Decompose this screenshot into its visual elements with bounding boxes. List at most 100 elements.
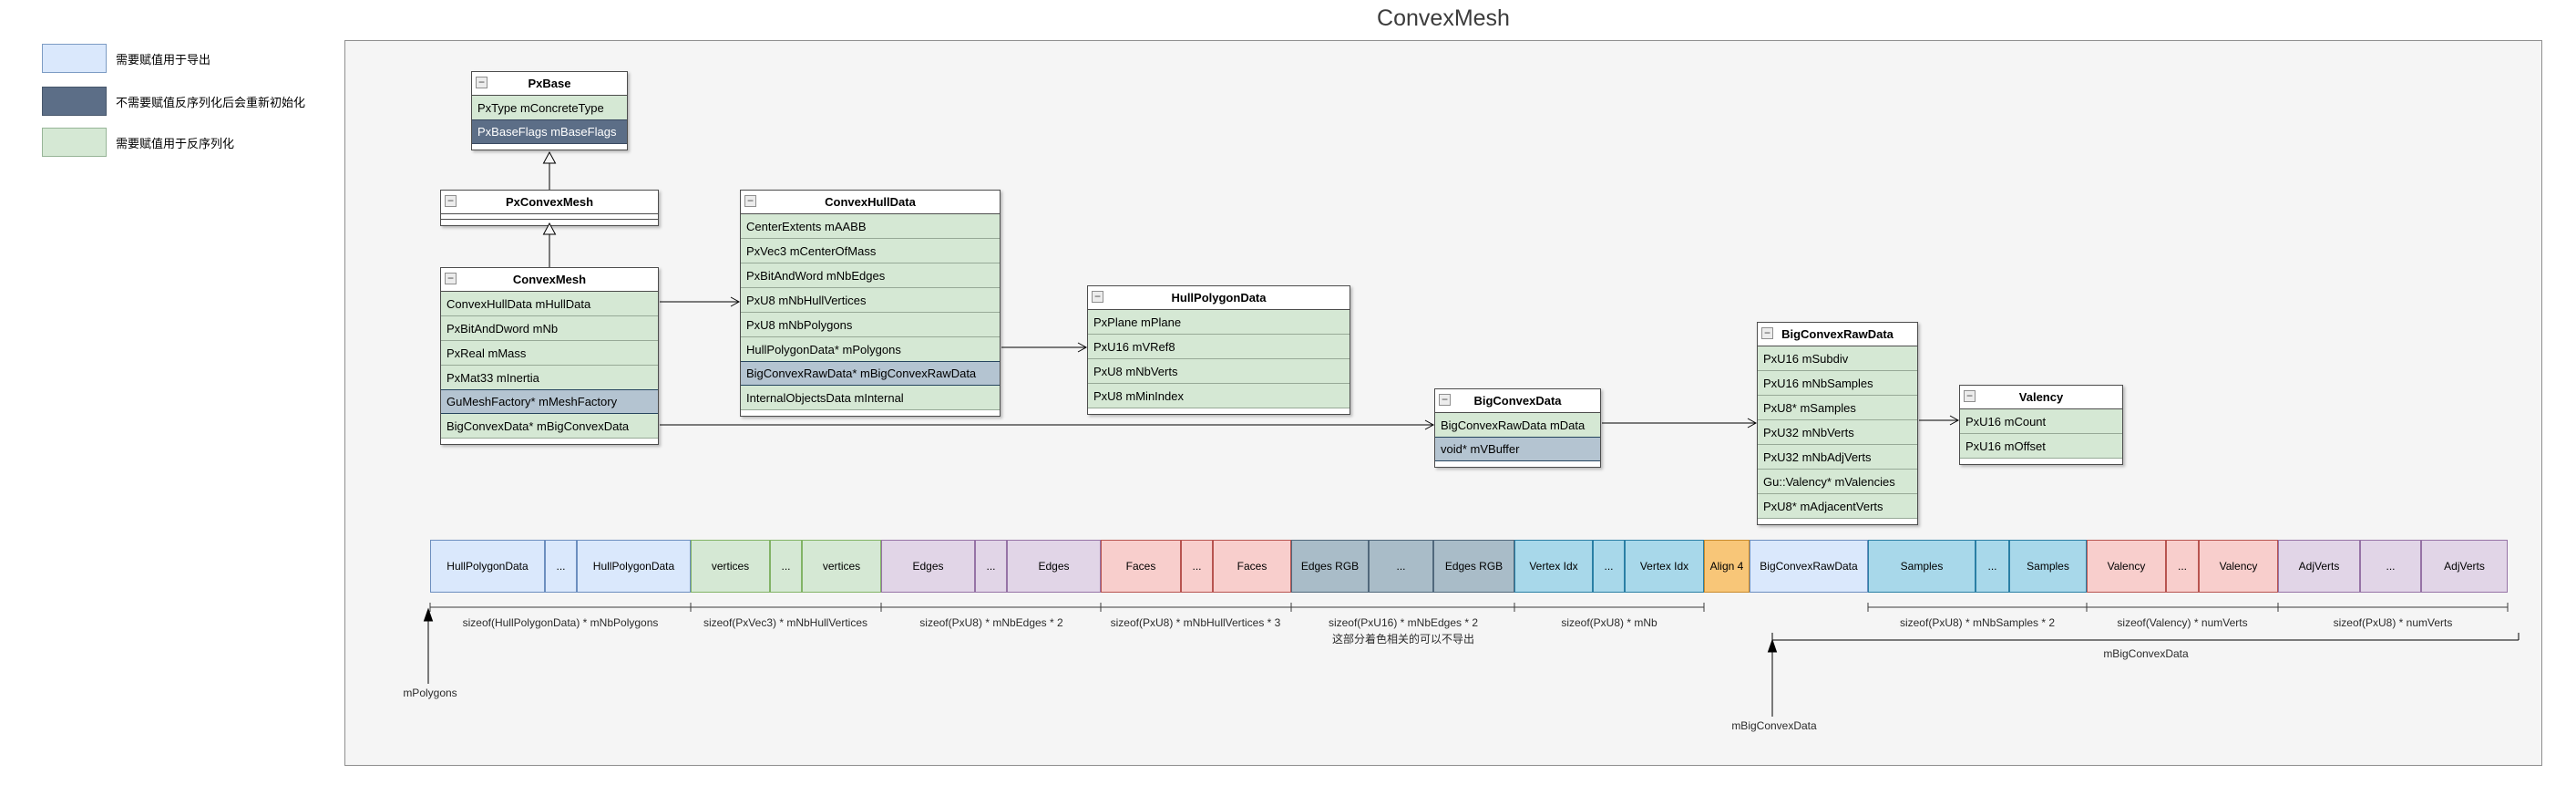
class-field: BigConvexRawData mData: [1435, 413, 1600, 438]
memory-cell: Faces: [1213, 540, 1291, 593]
size-label: sizeof(HullPolygonData) * mNbPolygons: [462, 616, 659, 629]
class-field: PxU16 mVRef8: [1088, 335, 1350, 359]
collapse-icon[interactable]: −: [1092, 291, 1103, 303]
collapse-icon[interactable]: −: [1439, 394, 1451, 406]
collapse-icon[interactable]: −: [476, 77, 487, 88]
legend-item-deserialize: 需要赋值用于反序列化: [42, 128, 234, 157]
memory-cell: ...: [1369, 540, 1433, 593]
memory-cell: ...: [2166, 540, 2199, 593]
methods-compartment: [741, 410, 1000, 416]
legend-label: 需要赋值用于导出: [116, 52, 211, 67]
memory-cell: HullPolygonData: [577, 540, 691, 593]
class-title: Valency: [2018, 390, 2064, 404]
class-field: BigConvexRawData* mBigConvexRawData: [741, 361, 1000, 386]
size-label: sizeof(PxU8) * numVerts: [2333, 616, 2453, 629]
memory-cell: AdjVerts: [2421, 540, 2508, 593]
legend-swatch-export: [42, 44, 107, 73]
class-header: −BigConvexRawData: [1758, 323, 1917, 346]
class-field: PxU8* mSamples: [1758, 396, 1917, 420]
class-pxconvexmesh[interactable]: − PxConvexMesh: [440, 190, 659, 226]
class-title: ConvexHullData: [825, 195, 916, 209]
class-header: − PxConvexMesh: [441, 191, 658, 214]
memory-cell: BigConvexRawData: [1750, 540, 1868, 593]
class-field: PxBaseFlags mBaseFlags: [472, 119, 627, 144]
memory-cell: ...: [975, 540, 1007, 593]
memory-cell: Valency: [2087, 540, 2166, 593]
collapse-icon[interactable]: −: [744, 195, 756, 207]
memory-cell: Edges RGB: [1291, 540, 1369, 593]
memory-cell: ...: [545, 540, 577, 593]
class-header: − HullPolygonData: [1088, 286, 1350, 310]
size-label: sizeof(PxU8) * mNbSamples * 2: [1899, 616, 2056, 629]
size-label: sizeof(Valency) * numVerts: [2117, 616, 2248, 629]
class-title: BigConvexData: [1473, 394, 1562, 408]
size-label: sizeof(PxU8) * mNbEdges * 2: [919, 616, 1063, 629]
class-field: InternalObjectsData mInternal: [741, 386, 1000, 410]
memory-cell: vertices: [691, 540, 770, 593]
collapse-icon[interactable]: −: [445, 195, 457, 207]
memory-cell: HullPolygonData: [430, 540, 545, 593]
class-field: CenterExtents mAABB: [741, 214, 1000, 239]
size-label: sizeof(PxVec3) * mNbHullVertices: [703, 616, 868, 629]
memory-cell: ...: [770, 540, 802, 593]
empty-compartment: [441, 214, 658, 220]
legend-item-no-assign: 不需要赋值反序列化后会重新初始化: [42, 87, 305, 116]
legend-label: 不需要赋值反序列化后会重新初始化: [116, 95, 306, 109]
class-field: Gu::Valency* mValencies: [1758, 470, 1917, 494]
class-field: PxU8 mMinIndex: [1088, 384, 1350, 408]
memory-cell: ...: [1976, 540, 2009, 593]
class-field: PxPlane mPlane: [1088, 310, 1350, 335]
class-field: PxU16 mNbSamples: [1758, 371, 1917, 396]
memory-cell: Vertex Idx: [1514, 540, 1593, 593]
class-field: PxMat33 mInertia: [441, 366, 658, 390]
page-title: ConvexMesh: [1377, 5, 1510, 31]
class-field: PxU16 mOffset: [1960, 434, 2122, 459]
methods-compartment: [472, 144, 627, 150]
class-field: GuMeshFactory* mMeshFactory: [441, 389, 658, 414]
class-title: HullPolygonData: [1171, 291, 1267, 305]
memory-cell: ...: [1593, 540, 1625, 593]
class-title: BigConvexRawData: [1781, 327, 1894, 341]
class-field: PxU8* mAdjacentVerts: [1758, 494, 1917, 519]
memory-cell: Edges RGB: [1433, 540, 1514, 593]
memory-cell: Vertex Idx: [1625, 540, 1704, 593]
collapse-icon[interactable]: −: [1761, 327, 1773, 339]
class-header: − PxBase: [472, 72, 627, 96]
class-title: ConvexMesh: [512, 273, 587, 286]
legend-label: 需要赋值用于反序列化: [116, 136, 235, 150]
memory-cell: Edges: [1007, 540, 1101, 593]
methods-compartment: [1435, 461, 1600, 467]
methods-compartment: [441, 220, 658, 225]
memory-cell: Align 4: [1704, 540, 1750, 593]
class-field: ConvexHullData mHullData: [441, 292, 658, 316]
size-label: sizeof(PxU16) * mNbEdges * 2: [1328, 616, 1479, 629]
class-field: void* mVBuffer: [1435, 437, 1600, 461]
class-title: PxBase: [528, 77, 571, 90]
memory-cell: ...: [1181, 540, 1213, 593]
class-field: PxU16 mCount: [1960, 409, 2122, 434]
class-field: PxReal mMass: [441, 341, 658, 366]
span-label-mbigconvexdata: mBigConvexData: [2103, 647, 2189, 660]
memory-cell: Edges: [881, 540, 975, 593]
size-label-note: 这部分着色相关的可以不导出: [1331, 633, 1475, 646]
collapse-icon[interactable]: −: [1964, 390, 1976, 402]
pointer-label-mbigconvexdata: mBigConvexData: [1731, 719, 1817, 732]
size-label: sizeof(PxU8) * mNbHullVertices * 3: [1110, 616, 1281, 629]
class-title: PxConvexMesh: [505, 195, 594, 209]
class-header: − ConvexMesh: [441, 268, 658, 292]
collapse-icon[interactable]: −: [445, 273, 457, 284]
class-header: − Valency: [1960, 386, 2122, 409]
methods-compartment: [1960, 459, 2122, 464]
legend-swatch-no-assign: [42, 87, 107, 116]
memory-cell: Faces: [1101, 540, 1181, 593]
memory-cell: Valency: [2199, 540, 2278, 593]
